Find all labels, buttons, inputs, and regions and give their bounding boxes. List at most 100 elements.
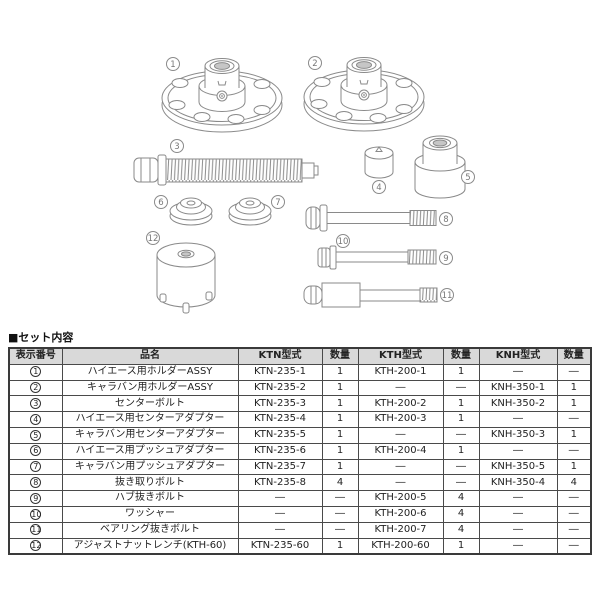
- adjust-nut-wrench: [156, 242, 216, 314]
- table-cell: ―: [478, 490, 558, 507]
- row-number-cell: 11: [8, 521, 63, 539]
- table-cell: KTN-235-4: [237, 411, 323, 428]
- svg-text:11: 11: [442, 291, 453, 301]
- table-cell: KTH-200-2: [357, 395, 444, 413]
- row-number-badge: 1: [30, 366, 42, 378]
- column-header: 品名: [61, 347, 239, 365]
- table-cell: 1: [321, 363, 359, 381]
- table-cell: ―: [556, 363, 592, 381]
- table-cell: KTH-200-60: [357, 537, 444, 555]
- table-cell: KTN-235-60: [237, 537, 323, 555]
- center-adapter-caravan: [414, 135, 466, 199]
- push-adapter-hiace: [169, 197, 213, 226]
- table-cell: ワッシャー: [61, 505, 239, 523]
- bearing-pulling-bolt: [303, 282, 438, 308]
- part-label-1: 1: [166, 57, 180, 71]
- part-label-6: 6: [154, 195, 168, 209]
- table-cell: センターボルト: [61, 395, 239, 413]
- holder-assy-hiace: [161, 58, 283, 133]
- table-cell: ―: [357, 474, 444, 492]
- part-label-4: 4: [372, 180, 386, 194]
- table-cell: 1: [321, 411, 359, 428]
- svg-text:1: 1: [170, 60, 175, 70]
- table-cell: KTN-235-2: [237, 379, 323, 397]
- table-cell: ―: [478, 363, 558, 381]
- table-cell: ―: [556, 537, 592, 555]
- center-adapter-hiace: [364, 146, 394, 179]
- table-cell: 1: [556, 395, 592, 413]
- row-number-cell: 4: [8, 411, 63, 428]
- table-cell: ―: [442, 458, 480, 476]
- table-cell: ―: [556, 442, 592, 460]
- table-cell: 1: [442, 363, 480, 381]
- table-cell: ―: [442, 379, 480, 397]
- part-label-10: 10: [336, 234, 350, 248]
- hub-pulling-bolt: [317, 245, 437, 270]
- table-cell: ―: [556, 411, 592, 428]
- table-cell: 抜き取りボルト: [61, 474, 239, 492]
- column-header: KNH型式: [478, 347, 558, 365]
- table-cell: 1: [321, 395, 359, 413]
- row-number-cell: 12: [8, 537, 63, 555]
- table-cell: 1: [321, 379, 359, 397]
- table-cell: 4: [442, 490, 480, 507]
- table-cell: KTN-235-6: [237, 442, 323, 460]
- table-cell: KNH-350-2: [478, 395, 558, 413]
- table-cell: アジャストナットレンチ(KTH-60): [61, 537, 239, 555]
- table-cell: 4: [556, 474, 592, 492]
- table-cell: 1: [556, 426, 592, 444]
- column-header: 表示番号: [8, 347, 63, 365]
- row-number-cell: 5: [8, 426, 63, 444]
- part-label-3: 3: [170, 139, 184, 153]
- table-cell: ―: [556, 505, 592, 523]
- table-cell: KNH-350-1: [478, 379, 558, 397]
- table-cell: ―: [478, 537, 558, 555]
- row-number-badge: 5: [30, 429, 42, 441]
- table-cell: ―: [556, 521, 592, 539]
- table-cell: ―: [442, 426, 480, 444]
- row-number-cell: 6: [8, 442, 63, 460]
- table-cell: ―: [478, 521, 558, 539]
- part-label-7: 7: [271, 195, 285, 209]
- table-cell: 1: [442, 395, 480, 413]
- table-cell: KTH-200-6: [357, 505, 444, 523]
- column-header: KTN型式: [237, 347, 323, 365]
- table-cell: KNH-350-4: [478, 474, 558, 492]
- table-cell: 1: [321, 458, 359, 476]
- table-cell: ―: [556, 490, 592, 507]
- svg-text:7: 7: [275, 198, 280, 208]
- column-header: 数量: [321, 347, 359, 365]
- table-cell: 1: [442, 442, 480, 460]
- table-cell: ―: [321, 521, 359, 539]
- table-cell: ―: [357, 458, 444, 476]
- part-label-9: 9: [439, 251, 453, 265]
- table-cell: キャラバン用センターアダプター: [61, 426, 239, 444]
- row-number-cell: 9: [8, 490, 63, 507]
- table-cell: ―: [321, 505, 359, 523]
- part-label-12: 12: [146, 231, 160, 245]
- row-number-badge: 9: [30, 492, 42, 504]
- table-cell: キャラバン用ホルダーASSY: [61, 379, 239, 397]
- row-number-cell: 2: [8, 379, 63, 397]
- row-number-badge: 7: [30, 461, 42, 473]
- part-label-11: 11: [440, 288, 454, 302]
- table-cell: KTN-235-1: [237, 363, 323, 381]
- table-cell: ―: [442, 474, 480, 492]
- part-label-8: 8: [439, 212, 453, 226]
- table-cell: 1: [321, 442, 359, 460]
- table-cell: 1: [321, 426, 359, 444]
- row-number-cell: 10: [8, 505, 63, 523]
- part-label-5: 5: [461, 170, 475, 184]
- row-number-cell: 8: [8, 474, 63, 492]
- svg-text:5: 5: [465, 173, 470, 183]
- table-cell: ―: [321, 490, 359, 507]
- row-number-badge: 6: [30, 445, 42, 457]
- parts-diagram: 1 2 3 4 5 6 7 8 9 10 11 12: [133, 56, 475, 314]
- table-cell: 1: [321, 537, 359, 555]
